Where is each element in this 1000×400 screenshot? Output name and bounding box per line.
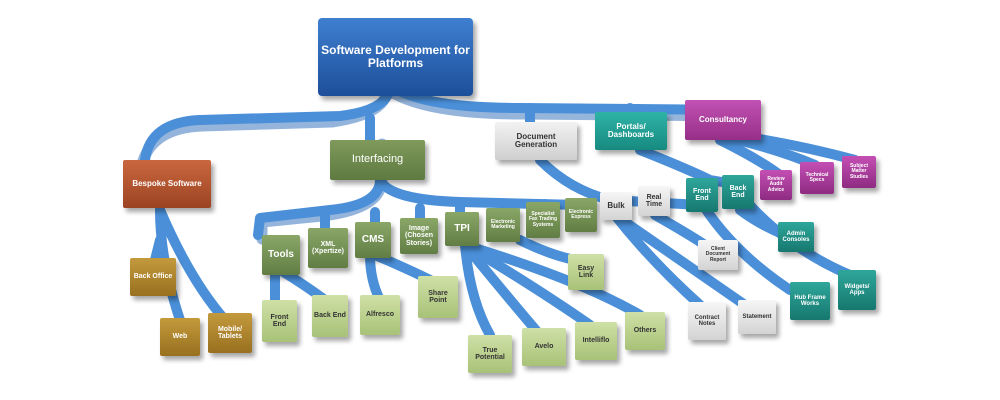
node-easy-link: Easy Link [568,254,604,290]
node-electronic-marketing: Electronic Marketing [486,208,520,242]
node-sharepoint: Share Point [418,276,458,318]
node-tpi: TPI [445,212,479,246]
node-tools-back-end: Back End [312,295,348,337]
node-image: Image (Chosen Stories) [400,218,438,254]
node-portals-back-end: Back End [722,175,754,209]
node-hub-frame-works: Hub Frame Works [790,282,830,320]
node-technical-specs: Technical Specs [800,162,834,194]
node-contract-notes: Contract Notes [688,302,726,340]
node-interfacing: Interfacing [330,140,425,180]
node-bulk: Bulk [600,192,632,220]
node-portals-front-end: Front End [686,178,718,212]
node-alfresco: Alfresco [360,295,400,335]
node-tools-front-end: Front End [262,300,297,342]
node-widgets-apps: Widgets/ Apps [838,270,876,310]
node-admin-consoles: Admin Consoles [778,222,814,252]
root-node: Software Development for Platforms [318,18,473,96]
node-true-potential: True Potential [468,335,512,373]
node-back-office: Back Office [130,258,176,296]
node-bespoke-software: Bespoke Software [123,160,211,208]
node-consultancy: Consultancy [685,100,761,140]
node-electronic-express: Electronic Express [565,198,597,232]
node-review-audit-advice: Review Audit Advice [760,170,792,200]
node-document-generation: Document Generation [495,122,577,160]
node-tools: Tools [262,235,300,275]
node-subject-matter-studies: Subject Matter Studies [842,156,876,188]
node-web: Web [160,318,200,356]
node-statement: Statement [738,300,776,334]
node-mobile-tablets: Mobile/ Tablets [208,313,252,353]
node-xml: XML (Xpertize) [308,228,348,268]
node-avelo: Avelo [522,328,566,366]
node-client-document-report: Client Document Report [698,240,738,270]
node-fax-trading: Specialist Fax Trading Systems [526,202,560,238]
node-intelliflo: Intelliflo [575,322,617,360]
node-cms: CMS [355,222,391,258]
node-real-time: Real Time [638,186,670,216]
node-others: Others [625,312,665,350]
node-portals-dashboards: Portals/ Dashboards [595,112,667,150]
